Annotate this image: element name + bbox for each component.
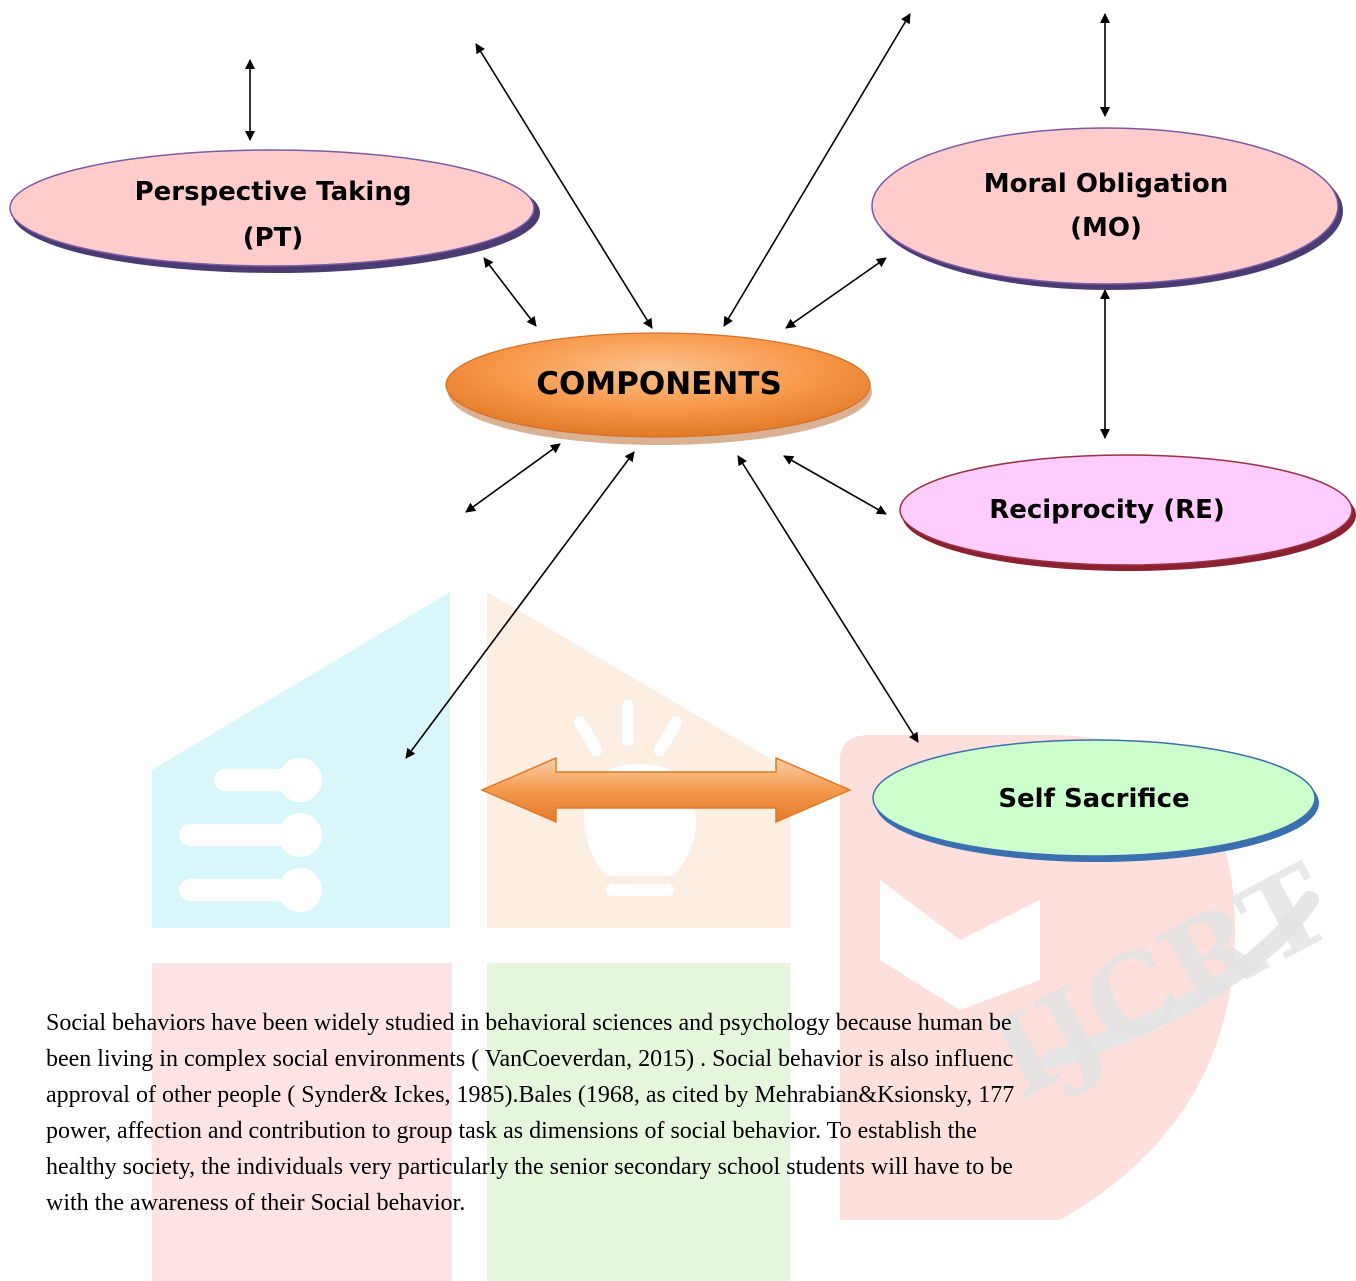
paragraph-line-2: been living in complex social environmen… — [46, 1046, 1014, 1072]
arrow-pt-to-components — [483, 257, 537, 327]
arrow-top-left-to-components — [475, 43, 653, 329]
watermark-red-tile — [152, 963, 452, 1281]
re-label: Reciprocity (RE) — [989, 495, 1225, 525]
node-components: COMPONENTS — [445, 332, 872, 445]
arrow-mo-to-components — [785, 257, 887, 329]
arrow-top-right-to-components — [723, 13, 911, 327]
arrow-components-bottom-left — [405, 451, 635, 759]
watermark-cloud-icon — [179, 758, 322, 912]
arrow-components-left — [465, 443, 561, 513]
ss-ellipse — [872, 739, 1316, 857]
node-self-sacrifice: Self Sacrifice — [872, 739, 1319, 862]
watermark-swoosh — [1041, 891, 1319, 1069]
pt-label-line2: (PT) — [243, 223, 304, 253]
arrow-components-to-self-sacrifice — [737, 455, 919, 743]
ss-label: Self Sacrifice — [998, 784, 1189, 814]
paragraph-line-3: approval of other people ( Synder& Ickes… — [46, 1082, 1015, 1108]
watermark-book-icon — [880, 880, 1040, 1010]
paragraph-line-5: healthy society, the individuals very pa… — [46, 1154, 1013, 1180]
node-moral-obligation: Moral Obligation (MO) — [871, 127, 1343, 290]
body-paragraph: Social behaviors have been widely studie… — [46, 1005, 1356, 1221]
connector-arrows — [245, 12, 1110, 759]
mo-label-line1: Moral Obligation — [984, 169, 1228, 199]
paragraph-line-6: with the awareness of their Social behav… — [46, 1190, 466, 1216]
node-reciprocity: Reciprocity (RE) — [899, 454, 1356, 571]
mo-ellipse — [871, 127, 1339, 285]
paragraph-line-4: power, affection and contribution to gro… — [46, 1118, 977, 1144]
paragraph-line-1: Social behaviors have been widely studie… — [46, 1010, 1012, 1036]
watermark-orange-tile — [487, 592, 790, 928]
pt-ellipse — [9, 149, 535, 267]
double-arrow-orange — [480, 756, 852, 824]
components-label: COMPONENTS — [536, 366, 782, 402]
pt-label-line1: Perspective Taking — [135, 177, 412, 207]
watermark-green-tile — [487, 963, 790, 1281]
mo-label-line2: (MO) — [1070, 213, 1142, 243]
components-ellipse — [445, 332, 871, 438]
node-perspective-taking: Perspective Taking (PT) — [9, 149, 540, 273]
arrow-components-to-reciprocity — [783, 455, 887, 515]
re-ellipse — [899, 454, 1353, 566]
